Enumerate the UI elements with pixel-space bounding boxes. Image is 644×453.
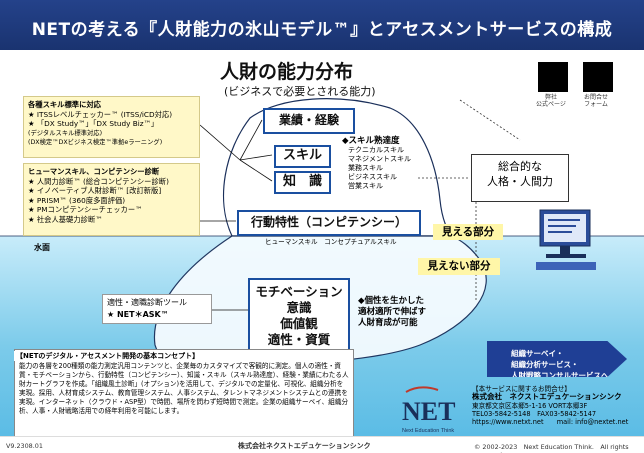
skill-type: 業務スキル <box>348 164 383 172</box>
human-skill-item: ★ 社会人基礎力診断™ <box>28 214 103 224</box>
header-bar: NETの考える『人財能力の氷山モデル™』とアセスメントサービスの構成 <box>0 0 644 50</box>
contact-web[interactable]: https://www.netxt.net mail: info@nextet.… <box>472 418 629 427</box>
human-skill-item: ★ イノベーティブ人財診断™ [改訂新版] <box>28 186 162 196</box>
copyright: © 2002-2023 Next Education Think. All ri… <box>474 443 629 453</box>
company-logo: NET Next Education Think <box>398 386 458 436</box>
logo-tagline: Next Education Think <box>402 428 454 434</box>
total-personality-box: 総合的な 人格・人間力 <box>471 154 569 202</box>
human-skill-item: ★ 人間力診断™ (総合コンピテンシー診断) <box>28 176 169 186</box>
personality-note: ◆個性を生かした 適材適所で伸ばす 人財育成が可能 <box>358 296 426 329</box>
version-label: V9.2308.01 <box>6 442 43 450</box>
invisible-part-label: 見えない部分 <box>418 258 500 275</box>
total-line2: 人格・人間力 <box>487 175 553 188</box>
skill-standard-item: ★ 「DX Study™」「DX Study Biz™」 <box>28 119 159 129</box>
aptitude-heading: 適性・適職診断ツール <box>107 298 187 307</box>
skill-proficiency-list: ◆スキル熟達度 テクニカルスキル マネジメントスキル 業務スキル ビジネススキル… <box>342 137 411 191</box>
personality-line: 人財育成が可能 <box>358 318 418 328</box>
footer-company: 株式会社ネクストエデュケーションシンク <box>238 442 371 450</box>
behavior-layer: 行動特性（コンピテンシー） <box>237 210 421 236</box>
qr-code-contact[interactable] <box>583 62 613 92</box>
contact-heading: 【本サービスに関するお問合せ】 <box>472 385 571 393</box>
service-arrow[interactable]: 組織サーベイ・ 組織分析サービス・ 人財戦略コンサルサービスへ <box>487 341 627 377</box>
qr-caption-contact: お問合せ フォーム <box>583 94 608 108</box>
skill-standard-item: (DX検定™DXビジネス検定™準拠eラーニング) <box>28 139 163 147</box>
concept-box: 能力の各層を200種類の能力測定汎用コンテンツと、企業毎のカスタマイズで客観的に… <box>14 349 354 441</box>
page-title: NETの考える『人財能力の氷山モデル™』とアセスメントサービスの構成 <box>31 20 613 40</box>
footer: V9.2308.01 株式会社ネクストエデュケーションシンク © 2002-20… <box>0 436 644 453</box>
human-skill-item: ★ PMコンピテンシーチェッカー™ <box>28 205 143 215</box>
skill-type: テクニカルスキル <box>348 146 404 154</box>
contact-company: 株式会社 ネクストエデュケーションシンク <box>472 392 622 402</box>
skill-standard-item: ★ ITSSレベルチェッカー™ (ITSS/iCD対応) <box>28 109 173 119</box>
skill-standard-box: 各種スキル標準に対応 ★ ITSSレベルチェッカー™ (ITSS/iCD対応) … <box>23 96 200 158</box>
service-line: 組織分析サービス・ <box>511 360 579 369</box>
contact-info: 【本サービスに関するお問合せ】 株式会社 ネクストエデュケーションシンク 東京都… <box>472 385 628 426</box>
diagram-subtitle: (ビジネスで必要とされる能力) <box>224 85 376 98</box>
contact-address: 東京都文京区本郷5-1-16 VORT本郷3F <box>472 401 588 410</box>
skill-layer: スキル <box>274 145 331 168</box>
skill-type: マネジメントスキル <box>348 155 411 163</box>
concept-body: 能力の各層を200種類の能力測定汎用コンテンツと、企業毎のカスタマイズで客観的に… <box>19 362 349 415</box>
personality-line: ◆個性を生かした <box>358 296 425 306</box>
qr-code-official[interactable] <box>538 62 568 92</box>
skill-standard-item: (デジタルスキル標準対応) <box>28 129 103 137</box>
skill-type: 営業スキル <box>348 182 383 190</box>
motivation-line: 価値観 <box>280 316 318 331</box>
service-line: 組織サーベイ・ <box>511 349 564 358</box>
human-skill-heading: ヒューマンスキル、コンピテンシー診断 <box>28 167 160 176</box>
motivation-line: 適性・資質 <box>267 332 331 347</box>
skill-proficiency-heading: ◆スキル熟達度 <box>342 136 400 146</box>
contact-phone: TEL03-5842-5148 FAX03-5842-5147 <box>472 409 597 418</box>
behavior-subtext: ヒューマンスキル コンセプチュアルスキル <box>265 238 397 246</box>
results-layer: 業績・経験 <box>263 108 355 134</box>
human-skill-item: ★ PRISM™ (360度多面評価) <box>28 195 126 205</box>
skill-standard-heading: 各種スキル標準に対応 <box>28 100 101 109</box>
skill-type: ビジネススキル <box>348 173 397 181</box>
water-surface-label: 水面 <box>34 243 50 252</box>
logo-text: NET <box>402 397 455 426</box>
qr-caption-official: 弊社 公式ページ <box>536 94 566 108</box>
knowledge-layer: 知 識 <box>274 171 331 194</box>
motivation-layer: モチベーション 意識 価値観 適性・資質 <box>248 278 350 354</box>
aptitude-item: ★ NET＊ASK™ <box>107 310 169 319</box>
computer-illustration <box>536 209 596 270</box>
concept-title: 【NETのデジタル・アセスメント開発の基本コンセプト】 <box>14 351 202 361</box>
total-line1: 総合的な <box>498 160 542 173</box>
diagram-title: 人財の能力分布 <box>220 61 354 83</box>
personality-line: 適材適所で伸ばす <box>358 307 427 317</box>
aptitude-tool-box: 適性・適職診断ツール ★ NET＊ASK™ <box>102 294 212 324</box>
service-line: 人財戦略コンサルサービスへ <box>511 371 609 380</box>
net-logo-icon: NET Next Education Think <box>402 386 455 434</box>
motivation-line: モチベーション <box>255 284 343 299</box>
visible-part-label: 見える部分 <box>433 224 503 240</box>
human-skill-box: ヒューマンスキル、コンピテンシー診断 ★ 人間力診断™ (総合コンピテンシー診断… <box>23 163 200 236</box>
motivation-line: 意識 <box>286 300 312 315</box>
